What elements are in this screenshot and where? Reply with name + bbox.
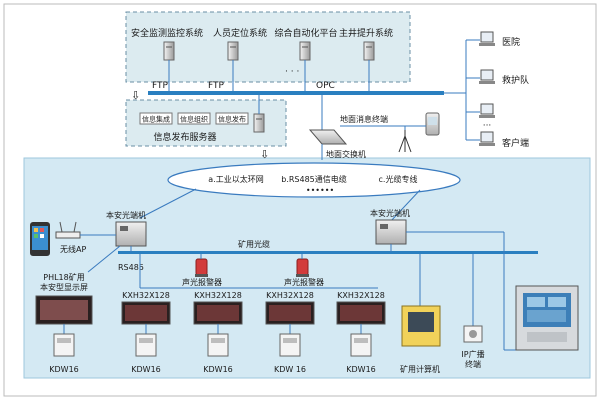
- server-icon: [299, 41, 311, 61]
- info-server-label: 信息发布服务器: [153, 131, 216, 143]
- protocol-ftp-2: FTP: [208, 81, 225, 91]
- info-item-box: [215, 112, 249, 125]
- pc-icon: [479, 31, 495, 46]
- more-clients-ellipsis: ···: [483, 121, 492, 131]
- monitor-ui-block: [527, 297, 545, 307]
- info-item-integrate: 信息集成: [142, 115, 170, 124]
- wireless-ap-label: 无线AP: [60, 244, 86, 254]
- kxh-screen-glow: [197, 305, 239, 321]
- kxh-screen-glow: [340, 305, 382, 321]
- ground-msg-label: 地面消息终端: [340, 114, 388, 124]
- connector-line: [389, 189, 421, 223]
- monitor-keypad: [527, 332, 567, 342]
- connector-line: [87, 245, 121, 273]
- system-label-personnel: 人员定位系统: [213, 27, 267, 39]
- system-label-hoist: 主井提升系统: [339, 27, 393, 39]
- antenna-icon: [398, 130, 412, 153]
- info-item-box: [139, 112, 173, 125]
- phone-icon: [30, 222, 50, 256]
- display-label-line2: 本安型显示屏: [40, 282, 88, 292]
- rs485-label: RS485: [118, 263, 144, 272]
- main-bus: [148, 91, 444, 95]
- network-types-ellipse: [167, 162, 461, 198]
- mine-fiber-label: 矿用光缆: [238, 239, 270, 249]
- pc-icon: [479, 103, 495, 118]
- alarm1-label: 声光报警器: [182, 277, 222, 287]
- kdw-power-icon: [207, 333, 229, 357]
- mine-computer-screen: [408, 312, 434, 332]
- system-label-monitoring: 安全监测监控系统: [131, 27, 203, 39]
- port-icon: [120, 226, 128, 231]
- alarm2-label: 声光报警器: [284, 277, 324, 287]
- client-label-hospital: 医院: [502, 36, 520, 48]
- kxh-screen-glow: [269, 305, 311, 321]
- kxh-label-3: KXH32X128: [266, 291, 314, 300]
- client-label-rescue: 救护队: [502, 74, 529, 86]
- terminal-icon: [425, 112, 440, 136]
- info-item-organize: 信息组织: [180, 115, 208, 124]
- kxh-label-4: KXH32X128: [337, 291, 385, 300]
- server-icon: [227, 41, 239, 61]
- alarm-icon: [195, 258, 208, 277]
- kdw-power-icon: [279, 333, 301, 357]
- display-label-line1: PHL18矿用: [43, 272, 84, 282]
- server-icon: [163, 41, 175, 61]
- led-display-glow: [40, 300, 88, 320]
- ip-broadcast-label-1: IP广播: [461, 349, 484, 359]
- ground-switch-label: 地面交换机: [326, 149, 366, 159]
- network-type-a: a.工业以太环网: [208, 174, 263, 184]
- network-dots: ••••••: [306, 186, 334, 195]
- mine-fiber-bus: [118, 251, 538, 254]
- server-icon: [253, 113, 265, 133]
- info-item-box: [177, 112, 211, 125]
- system-label-automation: 综合自动化平台: [274, 27, 337, 39]
- protocol-ftp-1: FTP: [152, 81, 169, 91]
- ip-broadcast-label-2: 终端: [465, 359, 481, 369]
- kdw-label-5: KDW16: [346, 365, 376, 374]
- speaker-icon: [469, 330, 477, 338]
- server-icon: [363, 41, 375, 61]
- dots-ellipsis: · · ·: [285, 67, 299, 77]
- alarm-icon: [296, 258, 309, 277]
- kxh-screen-glow: [125, 305, 167, 321]
- kdw-label-1: KDW16: [49, 365, 79, 374]
- network-type-b: b.RS485通信电缆: [281, 174, 347, 184]
- pc-icon: [479, 131, 495, 146]
- kdw-power-icon: [350, 333, 372, 357]
- arrow-down-icon: ⇩: [260, 148, 269, 161]
- kxh-label-1: KXH32X128: [122, 291, 170, 300]
- kdw-power-icon: [135, 333, 157, 357]
- arrow-down-icon: ⇩: [131, 89, 140, 102]
- kdw-label-4: KDW 16: [274, 365, 306, 374]
- protocol-opc: OPC: [316, 81, 335, 91]
- info-item-publish: 信息发布: [218, 115, 246, 124]
- switch-left-label: 本安光端机: [106, 210, 146, 220]
- optical-switch-right: [375, 219, 407, 245]
- computer-label: 矿用计算机: [400, 364, 440, 374]
- port-icon: [380, 224, 388, 229]
- switch-right-label: 本安光端机: [370, 208, 410, 218]
- connector-line: [139, 188, 197, 219]
- pc-icon: [479, 69, 495, 84]
- client-label-client: 客户端: [502, 137, 529, 149]
- kdw-label-2: KDW16: [131, 365, 161, 374]
- monitor-ui-block: [548, 297, 566, 307]
- ground-switch-icon: [308, 129, 348, 145]
- kxh-label-2: KXH32X128: [194, 291, 242, 300]
- kdw-power-icon: [53, 333, 75, 357]
- optical-switch-left: [115, 221, 147, 247]
- network-type-c: c.光缆专线: [379, 174, 418, 184]
- monitor-ui-block: [527, 310, 566, 322]
- kdw-label-3: KDW16: [203, 365, 233, 374]
